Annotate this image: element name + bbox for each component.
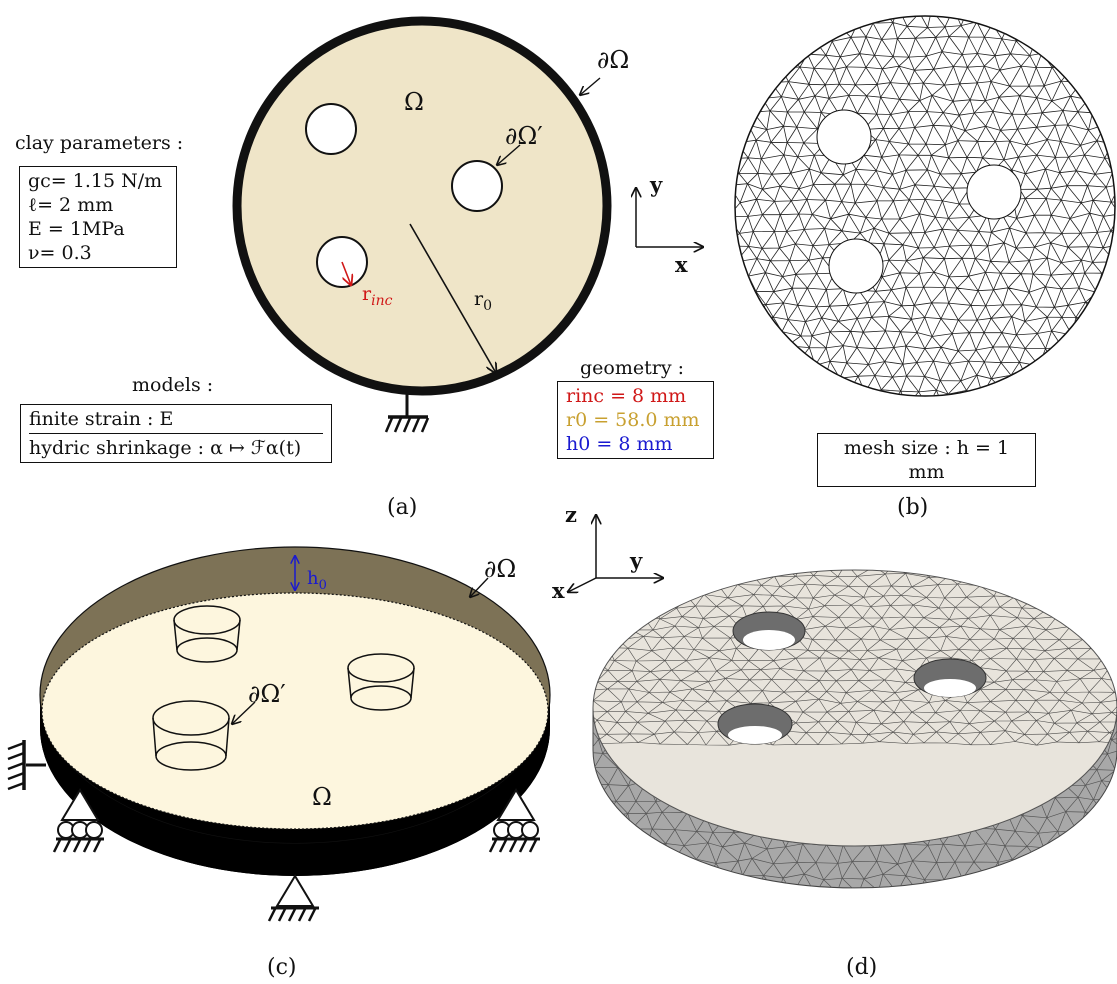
geometry-box: rinc = 8 mm r0 = 58.0 mm h0 = 8 mm [557,381,714,459]
roller-support-icon [52,788,104,853]
boundary-pointer [470,577,489,597]
mesh-size-box: mesh size : h = 1 mm [817,433,1036,487]
axis3d-x-label: x [552,578,565,603]
panel-d-3d-mesh [592,569,1117,889]
clay-params-title: clay parameters : [15,132,184,154]
inclusion-cylinder [152,700,230,771]
param-E: E = 1MPa [28,218,125,240]
hole-boundary-pointer [497,144,521,165]
pin-support-icon [267,874,319,922]
panel-b-mesh [734,15,1116,397]
axis3d-y-label: y [629,548,643,573]
boundary-label: ∂Ω [597,46,629,74]
r0-arrow [409,223,496,373]
r-inc-label: rinc [362,283,393,309]
mesh-hole [966,164,1022,220]
clay-params-box: gc= 1.15 N/m ℓ= 2 mm E = 1MPa ν= 0.3 [19,166,177,268]
inclusion-cylinder [173,605,241,663]
mesh-hole-3d [913,658,987,698]
r0-label: r0 [474,288,492,314]
axes-3d [568,515,663,592]
models-title: models : [132,374,214,396]
geom-rinc: rinc = 8 mm [566,385,687,407]
c-domain-label: Ω [312,783,332,811]
inclusion-hole [451,160,503,212]
hole-boundary-label: ∂Ω′ [505,122,543,150]
axis-x-label: x [675,252,688,277]
axis-y-label: y [649,172,663,197]
domain-label: Ω [404,88,424,116]
axis3d-z-label: z [565,502,577,527]
param-nu: ν= 0.3 [28,242,92,264]
wall-clamp-icon [7,740,46,791]
domain-disc [232,16,612,396]
geometry-title: geometry : [580,357,684,379]
domain-top-surface [41,592,549,830]
axes-2d [636,188,703,247]
boundary-pointer [580,77,601,95]
panel-a-domain [232,16,612,433]
c-hole-boundary-label: ∂Ω′ [248,680,286,708]
caption-c: (c) [267,955,297,980]
panel-c-cylinder [7,546,551,922]
models-box: finite strain : E hydric shrinkage : α ↦… [20,404,332,463]
inclusion-cylinder [347,653,415,711]
inclusion-hole [305,103,357,155]
model-hydric-shrinkage: hydric shrinkage : α ↦ ℱα(t) [29,433,323,462]
caption-d: (d) [846,955,878,980]
caption-a: (a) [387,495,418,520]
geom-h0: h0 = 8 mm [566,433,673,455]
h0-label: h0 [307,568,327,593]
hole-boundary-pointer [232,701,256,724]
r-inc-arrow [341,261,351,285]
mesh-hole-3d [717,703,793,745]
mesh-hole [828,238,884,294]
mesh-hole [816,109,872,165]
c-boundary-label: ∂Ω [484,555,516,583]
param-ell: ℓ= 2 mm [28,194,114,216]
caption-b: (b) [897,495,929,520]
roller-support-icon [488,788,540,853]
mesh-hole-3d [732,611,806,651]
param-gc: gc= 1.15 N/m [28,170,163,192]
model-finite-strain: finite strain : E [29,408,174,430]
geom-r0: r0 = 58.0 mm [566,409,700,431]
clamp-support-icon [384,391,430,433]
